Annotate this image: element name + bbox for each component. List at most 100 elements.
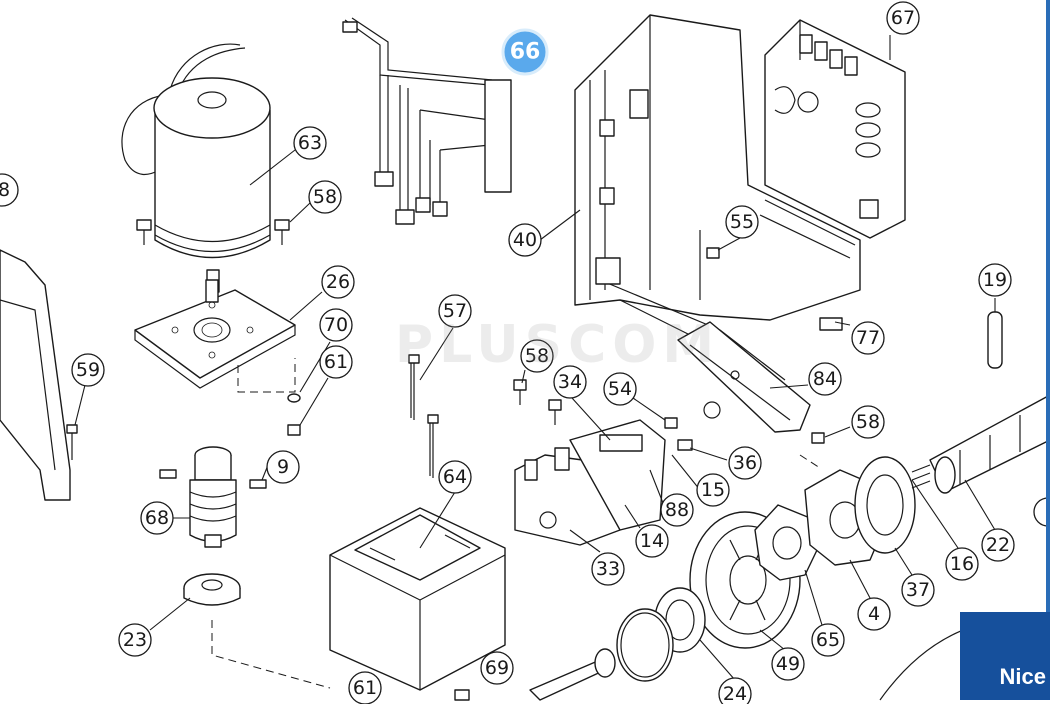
svg-text:15: 15 xyxy=(701,479,725,501)
svg-text:55: 55 xyxy=(730,211,754,233)
motor-screw-right xyxy=(274,219,290,245)
callout-16: 16 xyxy=(945,547,979,581)
housing-part xyxy=(574,14,861,381)
motor-part xyxy=(121,43,271,293)
svg-text:58: 58 xyxy=(856,411,880,433)
callout-15: 15 xyxy=(696,473,730,507)
callout-33: 33 xyxy=(591,552,625,586)
right-border xyxy=(1046,0,1050,700)
svg-text:61: 61 xyxy=(353,677,377,699)
brand-logo-text: Nice xyxy=(999,664,1046,689)
svg-text:68: 68 xyxy=(145,507,169,529)
shaft-part xyxy=(911,394,1050,494)
callout-55: 55 xyxy=(725,205,759,239)
callout-58-mid: 58 xyxy=(520,339,554,373)
svg-text:23: 23 xyxy=(123,629,147,651)
callout-4: 4 xyxy=(857,597,891,631)
callout-69: 69 xyxy=(480,651,514,685)
callout-63: 63 xyxy=(293,126,327,160)
svg-text:61: 61 xyxy=(324,351,348,373)
callout-67: 67 xyxy=(886,1,920,35)
callout-61-mid: 61 xyxy=(319,345,353,379)
svg-text:8: 8 xyxy=(0,179,10,201)
svg-text:19: 19 xyxy=(983,269,1007,291)
callout-8-left: 8 xyxy=(0,173,19,207)
svg-text:64: 64 xyxy=(443,466,467,488)
callout-84: 84 xyxy=(808,362,842,396)
left-housing-fragment xyxy=(0,249,78,501)
svg-text:66: 66 xyxy=(510,40,541,65)
long-screw-part xyxy=(408,354,439,478)
svg-text:24: 24 xyxy=(723,683,747,704)
svg-text:84: 84 xyxy=(813,368,837,390)
transformer-part xyxy=(329,507,506,691)
svg-text:67: 67 xyxy=(891,7,915,29)
svg-text:40: 40 xyxy=(513,229,537,251)
callout-36: 36 xyxy=(728,446,762,480)
callout-58-right: 58 xyxy=(851,405,885,439)
callout-61-bottom: 61 xyxy=(348,671,382,704)
callout-54: 54 xyxy=(603,372,637,406)
small-screws xyxy=(287,247,843,701)
svg-text:37: 37 xyxy=(906,579,930,601)
svg-text:26: 26 xyxy=(326,271,350,293)
svg-text:65: 65 xyxy=(816,629,840,651)
callout-23: 23 xyxy=(118,623,152,657)
svg-text:33: 33 xyxy=(596,558,620,580)
callout-66-highlighted[interactable]: 66 xyxy=(501,28,549,76)
callout-88: 88 xyxy=(660,493,694,527)
callout-19: 19 xyxy=(978,263,1012,297)
svg-text:57: 57 xyxy=(443,300,467,322)
callout-26: 26 xyxy=(321,265,355,299)
callout-9: 9 xyxy=(266,450,300,484)
cable-harness-part xyxy=(342,17,512,225)
callout-40: 40 xyxy=(508,223,542,257)
watermark-text: PLUSCOM xyxy=(395,315,721,375)
washer-part xyxy=(183,573,331,689)
svg-text:58: 58 xyxy=(313,186,337,208)
svg-text:77: 77 xyxy=(856,327,880,349)
callout-64: 64 xyxy=(438,460,472,494)
svg-text:9: 9 xyxy=(277,456,289,478)
svg-text:34: 34 xyxy=(558,371,582,393)
svg-text:36: 36 xyxy=(733,452,757,474)
svg-text:88: 88 xyxy=(665,499,689,521)
callout-57: 57 xyxy=(438,294,472,328)
coupling-part xyxy=(754,456,916,581)
callout-49: 49 xyxy=(771,647,805,681)
callout-34: 34 xyxy=(553,365,587,399)
svg-text:22: 22 xyxy=(986,534,1010,556)
svg-text:4: 4 xyxy=(868,603,880,625)
cover-plate-part xyxy=(677,321,811,433)
pin-part xyxy=(987,311,1003,369)
svg-text:69: 69 xyxy=(485,657,509,679)
svg-text:14: 14 xyxy=(640,530,664,552)
svg-text:70: 70 xyxy=(324,314,348,336)
svg-text:54: 54 xyxy=(608,378,632,400)
callout-65: 65 xyxy=(811,623,845,657)
svg-text:58: 58 xyxy=(525,345,549,367)
callout-68: 68 xyxy=(140,501,174,535)
brand-logo-box: Nice xyxy=(960,612,1050,700)
leader-lines xyxy=(74,35,996,681)
connector-block-part xyxy=(514,419,666,546)
mounting-plate-part xyxy=(134,279,296,393)
callout-14: 14 xyxy=(635,524,669,558)
svg-text:49: 49 xyxy=(776,653,800,675)
callout-22: 22 xyxy=(981,528,1015,562)
bearing-part xyxy=(616,587,706,682)
callout-59: 59 xyxy=(71,353,105,387)
callout-58-top: 58 xyxy=(308,180,342,214)
svg-text:16: 16 xyxy=(950,553,974,575)
svg-text:63: 63 xyxy=(298,132,322,154)
callout-37: 37 xyxy=(901,573,935,607)
svg-text:59: 59 xyxy=(76,359,100,381)
callout-70: 70 xyxy=(319,308,353,342)
callout-24: 24 xyxy=(718,677,752,704)
control-board-part xyxy=(764,19,906,239)
spring-coupling-part xyxy=(159,446,267,548)
motor-screw-left xyxy=(136,219,152,245)
callout-77: 77 xyxy=(851,321,885,355)
